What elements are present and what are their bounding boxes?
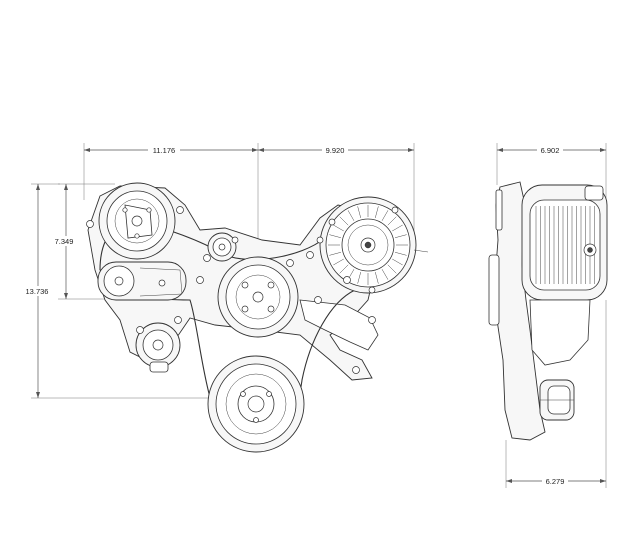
alternator bbox=[319, 196, 429, 294]
alternator-fin bbox=[392, 224, 403, 232]
alternator-fin bbox=[357, 271, 361, 284]
dim-label-11176: 11.176 bbox=[153, 146, 175, 155]
idler-pulley-small bbox=[207, 232, 237, 262]
bolt-heads bbox=[86, 206, 376, 374]
alternator-fin bbox=[381, 210, 389, 221]
side-spacer bbox=[488, 254, 500, 326]
side-lower-housing bbox=[529, 299, 591, 366]
side-crank-hub bbox=[539, 379, 575, 421]
alternator-fin bbox=[357, 206, 361, 219]
lower-bracket bbox=[299, 299, 379, 351]
dim-label-6902: 6.902 bbox=[541, 146, 560, 155]
alternator-fin bbox=[333, 224, 344, 232]
dim-label-9920: 9.920 bbox=[326, 146, 345, 155]
dimension-6902: 6.902 bbox=[496, 143, 607, 200]
alternator-fin bbox=[387, 216, 397, 226]
alternator-fin bbox=[375, 206, 379, 219]
alternator-fan-fins bbox=[328, 205, 408, 285]
ac-compressor bbox=[98, 182, 176, 260]
side-alternator-fins bbox=[535, 206, 595, 284]
dimension-6279: 6.279 bbox=[505, 300, 607, 488]
dimension-9920: 9.920 bbox=[258, 143, 415, 240]
alternator-fin bbox=[339, 264, 349, 274]
alternator-fin bbox=[387, 264, 397, 274]
alternator-fin bbox=[375, 271, 379, 284]
power-steering-pump bbox=[135, 322, 181, 373]
crankshaft-pulley bbox=[207, 355, 305, 453]
alternator-fin bbox=[347, 210, 355, 221]
alternator-fin bbox=[339, 216, 349, 226]
side-alternator bbox=[521, 184, 608, 301]
front-view bbox=[86, 182, 429, 453]
alternator-fin bbox=[381, 269, 389, 280]
water-pump-pulley bbox=[217, 256, 299, 338]
alternator-fin bbox=[394, 234, 407, 238]
dim-label-6279: 6.279 bbox=[546, 477, 565, 486]
alternator-fin bbox=[392, 258, 403, 266]
dim-label-13736: 13.736 bbox=[26, 287, 49, 296]
alternator-fin bbox=[329, 252, 342, 256]
alternator-fin bbox=[329, 234, 342, 238]
alternator-fin bbox=[394, 252, 407, 256]
alternator-fin bbox=[333, 258, 344, 266]
dimension-13736: 13.736 bbox=[22, 183, 240, 399]
side-view bbox=[488, 181, 608, 441]
dim-label-7349: 7.349 bbox=[55, 237, 74, 246]
dimension-7349: 7.349 bbox=[52, 183, 120, 300]
idler-pulley-left bbox=[97, 261, 187, 301]
